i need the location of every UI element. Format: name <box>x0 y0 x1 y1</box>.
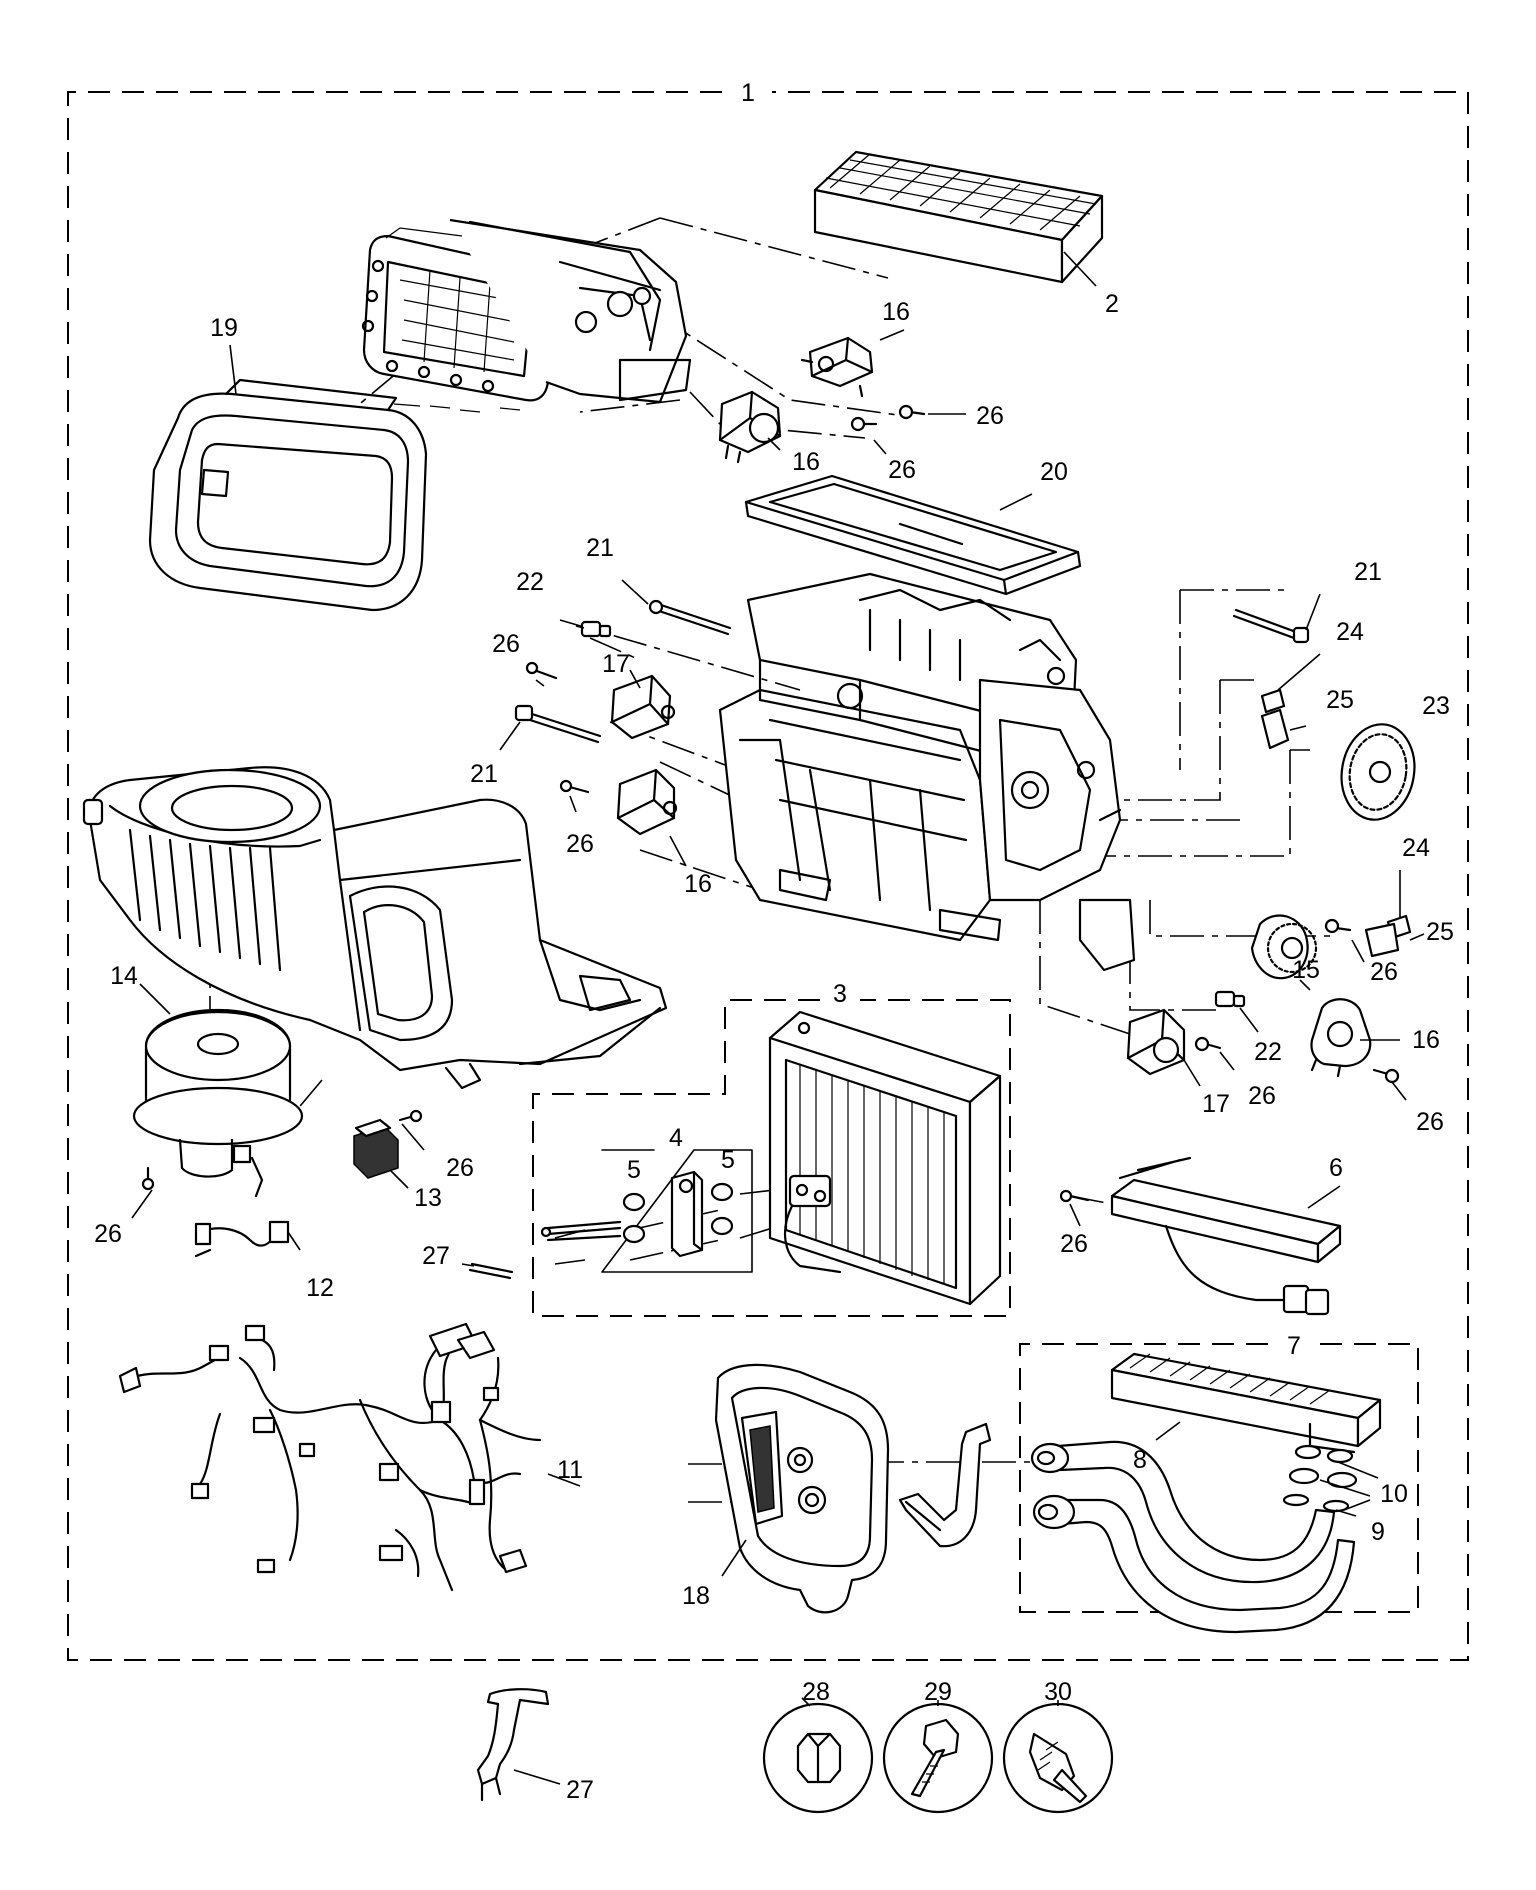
gear-23 <box>1340 723 1416 821</box>
seal-frame <box>148 378 428 612</box>
recirc-actuator-middle <box>616 768 678 836</box>
callout-24: 24 <box>1402 834 1430 862</box>
callout-26: 26 <box>1248 1082 1276 1110</box>
callout-7: 7 <box>1287 1332 1301 1360</box>
callout-18: 18 <box>682 1582 710 1610</box>
callout-26: 26 <box>1416 1108 1444 1136</box>
hose-bracket <box>898 1422 992 1548</box>
callout-26: 26 <box>566 830 594 858</box>
wiring-harness <box>118 1322 542 1592</box>
blower-resistor <box>353 1118 399 1179</box>
leader-lines <box>131 251 1425 1785</box>
drain-tube-27 <box>476 1688 550 1802</box>
callout-22: 22 <box>516 568 544 596</box>
heater-evaporator-case <box>718 572 1136 972</box>
callout-11: 11 <box>557 1456 583 1484</box>
expansion-valve <box>540 1170 734 1258</box>
callout-1: 1 <box>741 79 755 107</box>
callout-21: 21 <box>1354 558 1382 586</box>
callout-12: 12 <box>306 1274 334 1302</box>
callout-23: 23 <box>1422 692 1450 720</box>
heater-core-assy-6 <box>1110 1156 1342 1316</box>
callout-5: 5 <box>627 1156 641 1184</box>
callout-26: 26 <box>1370 958 1398 986</box>
mode-actuator-upper <box>800 336 874 398</box>
blower-motor <box>132 1008 304 1198</box>
callout-26: 26 <box>492 630 520 658</box>
callout-9: 9 <box>1371 1518 1385 1546</box>
callout-20: 20 <box>1040 458 1068 486</box>
pipe-insert-small <box>468 1262 514 1280</box>
callout-25: 25 <box>1326 686 1354 714</box>
screw-30 <box>1002 1702 1114 1814</box>
callout-4: 4 <box>669 1124 683 1152</box>
blower-housing <box>82 766 668 1090</box>
callout-21: 21 <box>586 534 614 562</box>
air-inlet-housing <box>361 218 692 413</box>
evaporator-core <box>768 1010 1002 1306</box>
callout-26: 26 <box>976 402 1004 430</box>
callout-30: 30 <box>1044 1678 1072 1706</box>
callout-2: 2 <box>1105 290 1119 318</box>
callout-15: 15 <box>1292 956 1320 984</box>
cabin-filter <box>813 150 1104 284</box>
callout-13: 13 <box>414 1184 442 1212</box>
callout-3: 3 <box>833 980 847 1008</box>
hose-clamps <box>1282 1467 1358 1513</box>
callout-24: 24 <box>1336 618 1364 646</box>
callout-6: 6 <box>1329 1154 1343 1182</box>
heater-hoses <box>1030 1440 1356 1634</box>
callout-28: 28 <box>802 1678 830 1706</box>
callout-16: 16 <box>882 298 910 326</box>
temperature-actuator-left <box>610 674 676 740</box>
control-shafts <box>514 599 1310 744</box>
assembly-1-boundary <box>67 91 1469 1661</box>
blower-pigtail <box>194 1220 290 1258</box>
callout-26: 26 <box>888 456 916 484</box>
callout-10: 10 <box>1380 1480 1408 1508</box>
blend-actuator-lower <box>1126 1008 1186 1076</box>
link-clips <box>1260 688 1412 958</box>
callout-26: 26 <box>446 1154 474 1182</box>
callout-22: 22 <box>1254 1038 1282 1066</box>
heater-core <box>1110 1352 1382 1464</box>
callout-29: 29 <box>924 1678 952 1706</box>
callout-5: 5 <box>721 1146 735 1174</box>
callout-26: 26 <box>94 1220 122 1248</box>
callout-25: 25 <box>1426 918 1454 946</box>
callout-19: 19 <box>210 314 238 342</box>
screws-26 <box>141 404 1400 1203</box>
mode-actuator-lower <box>718 390 782 464</box>
callout-17: 17 <box>602 650 630 678</box>
callout-21: 21 <box>470 760 498 788</box>
shaft-bushings <box>580 620 1246 1008</box>
gear-15 <box>1250 914 1318 980</box>
callout-26: 26 <box>1060 1230 1088 1258</box>
nut-28 <box>762 1702 874 1814</box>
defrost-actuator-right <box>1310 998 1372 1078</box>
callout-8: 8 <box>1133 1446 1147 1474</box>
callout-16: 16 <box>792 448 820 476</box>
callout-17: 17 <box>1202 1090 1230 1118</box>
callout-16: 16 <box>1412 1026 1440 1054</box>
assembly-3-boundary <box>532 999 1011 1317</box>
callout-27: 27 <box>422 1242 450 1270</box>
bolt-29 <box>882 1702 994 1814</box>
pipe-seal-plate <box>714 1363 890 1614</box>
callout-27: 27 <box>566 1776 594 1804</box>
callout-14: 14 <box>110 962 138 990</box>
callout-labels: 1 2 16 26 16 26 19 20 21 22 26 17 21 26 … <box>94 79 1454 1804</box>
filter-tray <box>744 474 1082 596</box>
callout-16: 16 <box>684 870 712 898</box>
